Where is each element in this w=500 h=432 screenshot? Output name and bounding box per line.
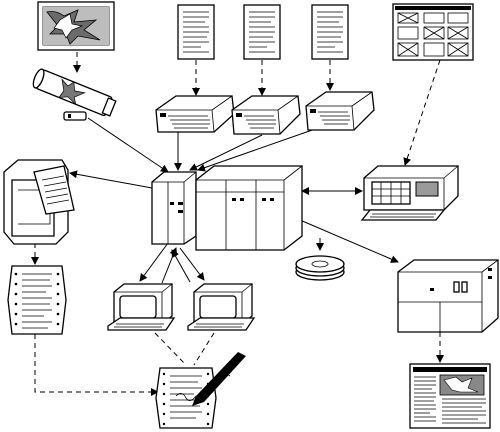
- dashed-link-terminal2-proof: [193, 332, 215, 366]
- finished-page-icon: [409, 363, 491, 429]
- document-icon: [243, 4, 281, 60]
- document-icon: [311, 4, 349, 60]
- keyboard-terminal-icon: [155, 95, 235, 133]
- fanfold-printout-icon: [7, 265, 67, 335]
- link-mainframe-terminal2-a: [179, 247, 205, 281]
- cartridge-icon: [63, 111, 87, 121]
- connectors: [31, 52, 444, 396]
- dashed-link-terminal1-proof: [154, 332, 187, 366]
- mainframe-icon: [151, 165, 303, 251]
- keyboard-terminal-icon: [305, 91, 375, 131]
- link-kb2-mainframe: [189, 134, 263, 171]
- link-mainframe-printer: [69, 170, 153, 189]
- dashed-link-layout-terminal: [403, 59, 441, 166]
- page-layout-grid-icon: [392, 3, 474, 61]
- phototypesetter-icon: [397, 259, 499, 333]
- drum-scanner-icon: [32, 68, 117, 117]
- link-mainframe-terminal1-a: [139, 242, 169, 282]
- disk-storage-icon: [295, 255, 345, 281]
- framed-picture-icon: [37, 1, 115, 51]
- link-scanner-mainframe: [87, 117, 169, 173]
- crt-terminal-icon: [187, 283, 256, 331]
- document-icon: [177, 4, 215, 60]
- dashed-link-printout-proof: [34, 334, 159, 396]
- keyboard-terminal-icon: [231, 95, 301, 135]
- link-mainframe-terminal2-b: [171, 249, 191, 283]
- printer-icon: [3, 159, 75, 245]
- layout-workstation-icon: [360, 165, 459, 221]
- crt-terminal-icon: [107, 283, 176, 331]
- proof-correction-icon: [155, 352, 246, 429]
- link-kb3-mainframe: [197, 127, 319, 172]
- link-mainframe-setter: [299, 219, 399, 263]
